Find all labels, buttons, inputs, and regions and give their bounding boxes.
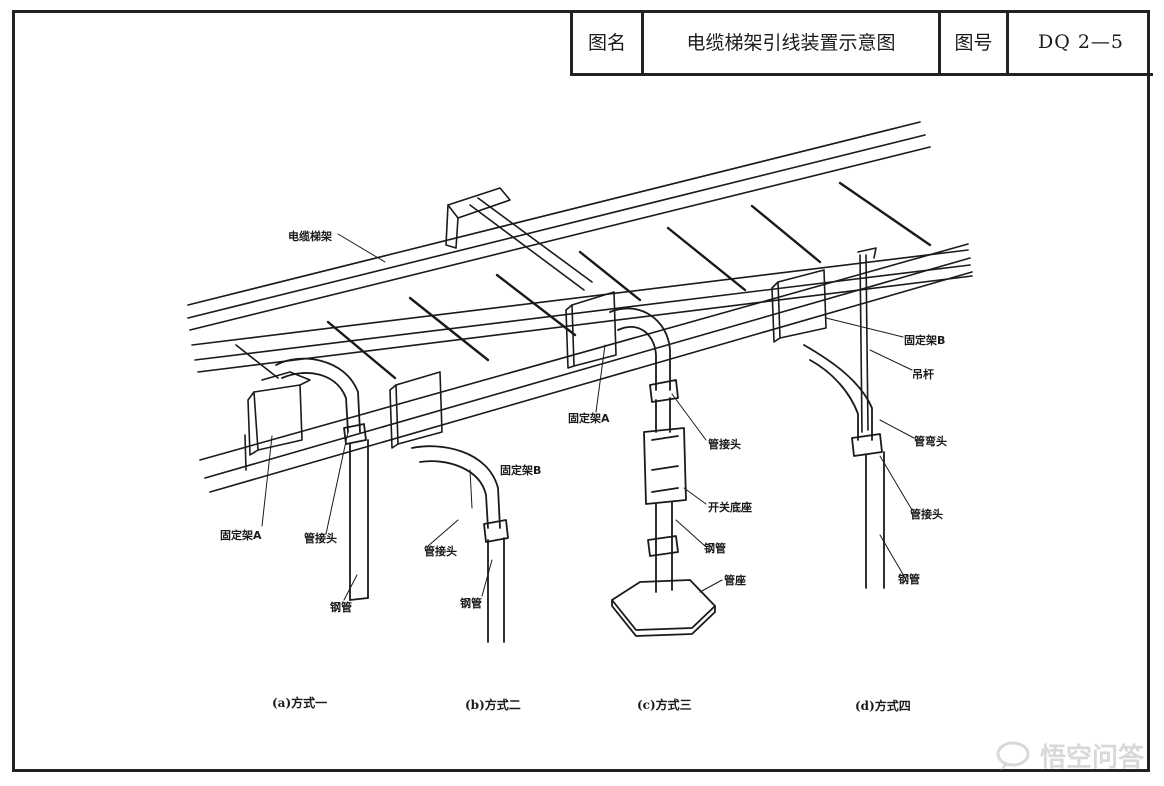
label-fixed-bracket-a-left: 固定架A [220, 529, 262, 542]
label-pipe-joint-a: 管接头 [304, 532, 337, 545]
label-fixed-bracket-b-right: 固定架B [904, 334, 946, 347]
pipe-b [411, 445, 509, 643]
label-fixed-bracket-a-mid: 固定架A [568, 412, 610, 425]
fixed-bracket-b-mid [389, 371, 443, 449]
caption-method-b: (b)方式二 [465, 698, 521, 712]
label-pipe-joint-c: 管接头 [708, 438, 741, 451]
drawing-name-value: 电缆梯架引线装置示意图 [641, 10, 938, 73]
label-steel-pipe-d: 钢管 [898, 573, 920, 586]
cable-tray-rails [187, 121, 973, 493]
pipe-a [275, 357, 369, 601]
fixed-bracket-b-right [771, 269, 827, 343]
caption-method-d: (d)方式四 [855, 699, 911, 713]
drawing-number-value: DQ 2—5 [1006, 10, 1153, 73]
watermark: 悟空问答 [996, 737, 1144, 774]
label-pipe-elbow: 管弯头 [914, 435, 947, 448]
speech-bubble-icon [996, 741, 1030, 770]
label-steel-pipe-b: 钢管 [460, 597, 482, 610]
label-cable-tray: 电缆梯架 [288, 230, 332, 243]
label-fixed-bracket-b-mid: 固定架B [500, 464, 542, 477]
caption-method-a: (a)方式一 [272, 696, 328, 710]
label-steel-pipe-c: 钢管 [704, 542, 726, 555]
label-steel-pipe-a: 钢管 [330, 601, 352, 614]
pipe-c [609, 307, 716, 637]
label-pipe-joint-b: 管接头 [424, 545, 457, 558]
caption-method-c: (c)方式三 [637, 698, 692, 712]
label-hanger-rod: 吊杆 [912, 368, 934, 381]
leader-lines [261, 233, 915, 601]
pipe-d [803, 344, 885, 589]
watermark-text: 悟空问答 [1039, 743, 1144, 773]
label-pipe-joint-d: 管接头 [910, 508, 943, 521]
fixed-bracket-a-left [235, 344, 311, 456]
label-switch-base: 开关底座 [708, 501, 752, 514]
label-pipe-seat: 管座 [724, 574, 746, 587]
fixed-bracket-a-mid [445, 187, 617, 369]
drawing-number-label: 图号 [938, 10, 1006, 73]
drawing-frame [12, 10, 1150, 772]
cable-tray-rungs [326, 181, 932, 380]
hanger-rod [857, 247, 877, 433]
title-block: 图名 电缆梯架引线装置示意图 图号 DQ 2—5 [570, 10, 1153, 76]
drawing-name-label: 图名 [587, 32, 626, 54]
